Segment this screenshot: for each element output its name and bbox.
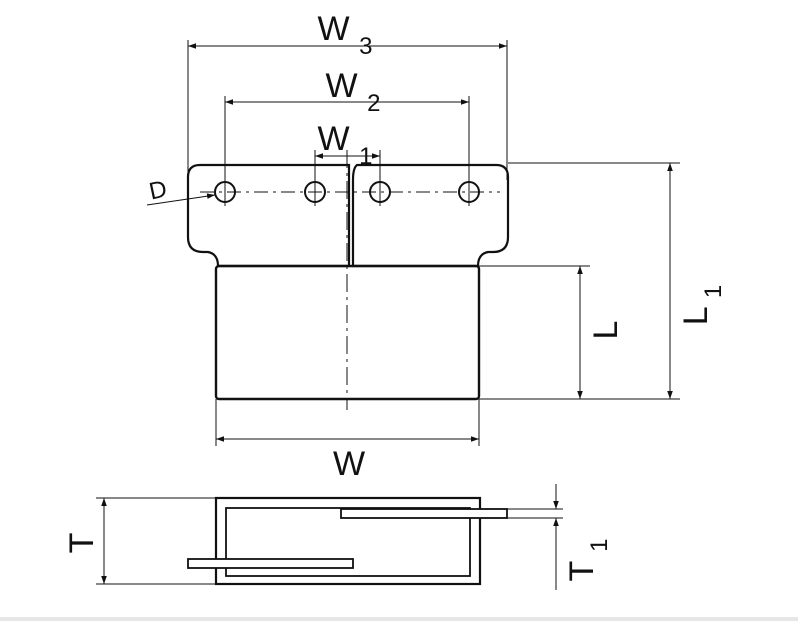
w2-label: W 2 bbox=[326, 67, 381, 117]
left-terminal-tab bbox=[186, 163, 351, 268]
w1-label: W 1 bbox=[318, 120, 373, 170]
d-leader-line bbox=[146, 193, 216, 206]
d-label: D bbox=[147, 175, 170, 205]
w3-label: W 3 bbox=[318, 10, 373, 60]
side-casing-outer bbox=[214, 496, 482, 586]
top-view bbox=[146, 40, 680, 446]
side-view bbox=[96, 484, 563, 590]
side-casing-inner bbox=[225, 507, 471, 577]
t1-label: T 1 bbox=[563, 539, 613, 582]
dimension-labels: W 3 W 2 W 1 D L 1 L W T T 1 bbox=[63, 10, 727, 581]
right-terminal-tab bbox=[351, 163, 510, 268]
t-label: T bbox=[63, 533, 101, 554]
w-label: W bbox=[333, 445, 365, 483]
bottom-bar bbox=[0, 617, 798, 621]
upper-terminal-plate bbox=[340, 508, 508, 519]
lower-terminal-plate bbox=[187, 558, 354, 569]
l1-label: L 1 bbox=[677, 285, 727, 325]
l-label: L bbox=[587, 321, 625, 340]
